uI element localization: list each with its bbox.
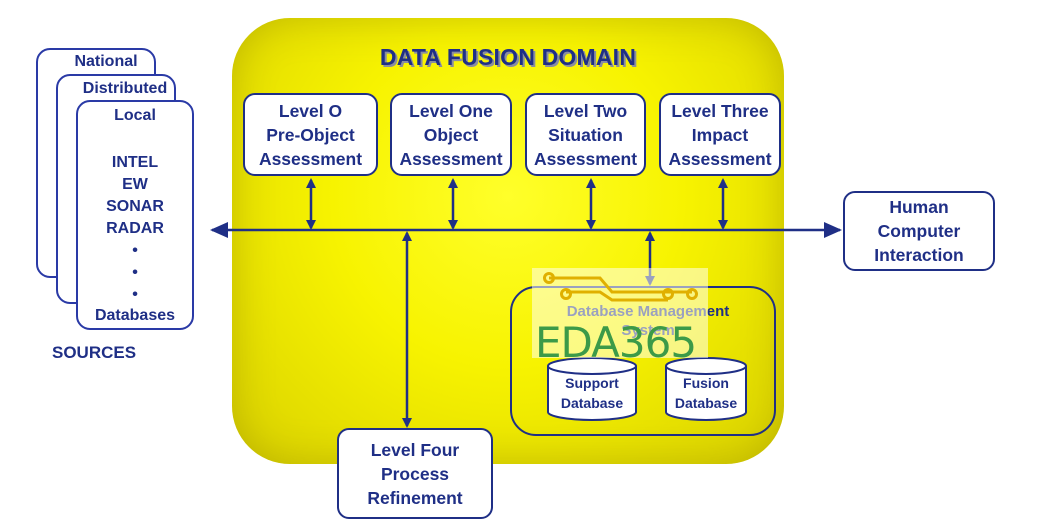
source-sheet-local: [76, 100, 194, 330]
level-one-box: Level One Object Assessment: [390, 93, 512, 176]
watermark-text: EDA365: [535, 318, 697, 367]
source-distributed-label: Distributed: [82, 80, 168, 97]
level-two-line3: Assessment: [533, 148, 638, 169]
level-four-line2: Process: [380, 463, 450, 484]
level-zero-line3: Assessment: [258, 148, 363, 169]
level-zero-line2: Pre-Object: [266, 124, 355, 145]
fusion-db-line1: Fusion: [683, 375, 729, 391]
hci-box: Human Computer Interaction: [843, 191, 995, 271]
source-item: •: [132, 242, 138, 259]
level-three-line1: Level Three: [671, 100, 769, 121]
level-one-line2: Object: [423, 124, 479, 145]
source-item: •: [132, 286, 138, 303]
source-item: INTEL: [111, 154, 159, 171]
level-two-line1: Level Two: [543, 100, 628, 121]
hci-line2: Computer: [877, 221, 961, 241]
source-local-label: Local: [114, 107, 156, 124]
fusion-db-line2: Database: [674, 395, 738, 411]
hci-line1: Human: [889, 197, 949, 217]
sources-label: SOURCES: [52, 343, 137, 362]
source-item: RADAR: [106, 220, 164, 237]
level-three-box: Level Three Impact Assessment: [659, 93, 781, 176]
level-four-line3: Refinement: [367, 487, 463, 508]
level-two-box: Level Two Situation Assessment: [525, 93, 646, 176]
support-db-line2: Database: [560, 395, 624, 411]
level-zero-box: Level O Pre-Object Assessment: [243, 93, 378, 176]
source-item: •: [132, 264, 138, 281]
source-item-databases: Databases: [94, 307, 176, 324]
level-three-line3: Assessment: [668, 148, 772, 169]
level-one-line1: Level One: [409, 100, 493, 121]
source-national-label: National: [74, 53, 138, 70]
level-two-line2: Situation: [548, 124, 623, 145]
hci-line3: Interaction: [874, 245, 964, 265]
source-item: SONAR: [106, 198, 164, 215]
level-zero-line1: Level O: [278, 100, 343, 121]
level-one-line3: Assessment: [399, 148, 503, 169]
level-three-line2: Impact: [691, 124, 749, 145]
support-database-label: Support Database: [548, 373, 636, 413]
fusion-database-label: Fusion Database: [666, 373, 746, 413]
level-four-line1: Level Four: [370, 439, 460, 460]
source-items-list: INTEL EW SONAR RADAR • • •: [78, 152, 192, 306]
source-item: EW: [122, 176, 148, 193]
domain-title: DATA FUSION DOMAIN: [379, 44, 637, 70]
support-db-line1: Support: [565, 375, 619, 391]
watermark-panel: [532, 268, 708, 358]
fusion-database-cylinder: [665, 357, 747, 421]
support-database-cylinder: [547, 357, 637, 421]
level-four-box: Level Four Process Refinement: [337, 428, 493, 519]
